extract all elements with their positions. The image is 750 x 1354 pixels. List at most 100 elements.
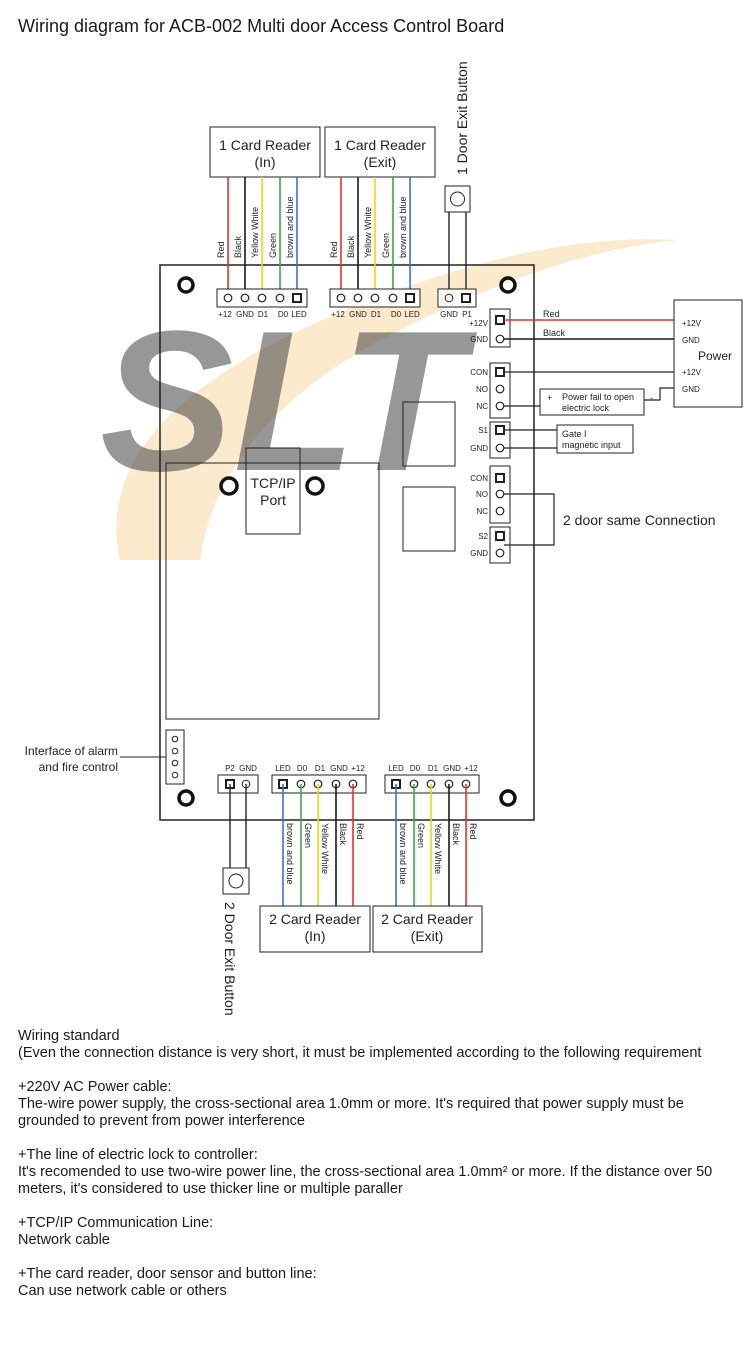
svg-text:Gate I: Gate I <box>562 429 587 439</box>
reader-1-exit-sub: (Exit) <box>364 154 397 170</box>
door-2-exit-button <box>222 867 250 895</box>
svg-text:GND: GND <box>470 549 488 558</box>
wiring-diagram: SLT TCP/IP Port 1 Card Reader (In) Red B… <box>25 61 743 1016</box>
svg-text:Green: Green <box>381 233 391 258</box>
page-title: Wiring diagram for ACB-002 Multi door Ac… <box>18 16 505 36</box>
door-1-exit-button <box>444 185 471 213</box>
chip-upper <box>402 401 456 467</box>
right-terminal-blocks <box>489 308 511 564</box>
tcp-ip-port <box>245 447 301 535</box>
power-supply-box <box>673 299 743 408</box>
svg-text:+12V: +12V <box>682 319 702 328</box>
power-pin-labels: +12V GND +12V GND <box>682 319 702 394</box>
alarm-interface-label-2: and fire control <box>39 760 118 774</box>
wiring-standard-notes: Wiring standard (Even the connection dis… <box>18 1028 733 1300</box>
door-2-exit-button-label: 2 Door Exit Button <box>222 902 238 1016</box>
svg-text:magnetic input: magnetic input <box>562 440 621 450</box>
gate-magnetic-input-box <box>556 424 634 454</box>
svg-text:GND: GND <box>236 310 254 319</box>
svg-text:GND: GND <box>443 764 461 773</box>
svg-text:Yellow White: Yellow White <box>320 823 330 874</box>
right-terminal-labels: +12V GND CON NO NC S1 GND CON NO NC S2 G… <box>469 319 489 558</box>
svg-text:CON: CON <box>470 368 488 377</box>
svg-text:brown and blue: brown and blue <box>398 196 408 258</box>
note-body: It's recomended to use two-wire power li… <box>18 1164 713 1197</box>
svg-text:LED: LED <box>388 764 404 773</box>
reader-1-exit-title: 1 Card Reader <box>334 137 426 153</box>
right-terminal-pins <box>495 315 505 558</box>
svg-text:NC: NC <box>476 402 488 411</box>
svg-text:Red: Red <box>329 241 339 258</box>
svg-text:D1: D1 <box>315 764 326 773</box>
reader-2-exit-sub: (Exit) <box>411 928 444 944</box>
svg-text:Black: Black <box>338 823 348 846</box>
mounting-holes <box>177 276 517 807</box>
svg-text:LED: LED <box>404 310 420 319</box>
svg-text:Black: Black <box>543 328 566 338</box>
svg-text:GND: GND <box>470 335 488 344</box>
svg-text:GND: GND <box>682 336 700 345</box>
tcp-port-label-2: Port <box>260 492 286 508</box>
note-body: Network cable <box>18 1232 110 1248</box>
svg-text:+12: +12 <box>351 764 365 773</box>
reader-2-in-title: 2 Card Reader <box>269 911 361 927</box>
reader-2-in-wires <box>282 784 354 906</box>
svg-text:Power fail to open: Power fail to open <box>562 392 634 402</box>
reader-1-exit-pin-labels: +12 GND D1 D0 LED <box>331 310 420 319</box>
note-title: +The card reader, door sensor and button… <box>18 1266 317 1282</box>
svg-text:D0: D0 <box>297 764 308 773</box>
door-2-same-connection: 2 door same Connection <box>563 512 716 528</box>
note-body: The-wire power supply, the cross-section… <box>18 1096 684 1129</box>
alarm-interface-label-1: Interface of alarm <box>25 744 118 758</box>
note-title: +TCP/IP Communication Line: <box>18 1215 214 1231</box>
svg-text:Black: Black <box>346 235 356 258</box>
svg-text:brown and blue: brown and blue <box>285 196 295 258</box>
svg-text:+12: +12 <box>464 764 478 773</box>
svg-text:S2: S2 <box>478 532 488 541</box>
svg-text:CON: CON <box>470 474 488 483</box>
reader-2-in-box <box>259 905 371 953</box>
svg-text:Green: Green <box>416 823 426 848</box>
reader-1-in-wires <box>227 177 298 297</box>
sensor-wiring <box>504 429 557 449</box>
svg-text:D1: D1 <box>371 310 382 319</box>
reader-2-in-wire-labels: brown and blue Green Yellow White Black … <box>285 823 365 885</box>
svg-text:GND: GND <box>349 310 367 319</box>
svg-text:+12V: +12V <box>469 319 489 328</box>
svg-text:Red: Red <box>468 823 478 840</box>
svg-text:Red: Red <box>355 823 365 840</box>
note-body: Can use network cable or others <box>18 1283 227 1299</box>
door-1-exit-button-label: 1 Door Exit Button <box>454 61 470 175</box>
svg-text:Red: Red <box>543 309 560 319</box>
reader-2-exit-title: 2 Card Reader <box>381 911 473 927</box>
reader-2-exit-wires <box>395 784 467 906</box>
svg-text:Green: Green <box>303 823 313 848</box>
svg-text:NO: NO <box>476 490 488 499</box>
note-title: +The line of electric lock to controller… <box>18 1147 258 1163</box>
power-fail-lock-box <box>539 388 645 416</box>
svg-text:P1: P1 <box>462 310 472 319</box>
svg-text:NO: NO <box>476 385 488 394</box>
svg-text:D1: D1 <box>258 310 269 319</box>
notes-intro: (Even the connection distance is very sh… <box>18 1045 702 1061</box>
button-icon <box>228 873 244 889</box>
reader-2-in-pin-labels: LED D0 D1 GND +12 <box>275 764 365 773</box>
board-module-area <box>165 462 380 720</box>
svg-text:LED: LED <box>291 310 307 319</box>
svg-text:D0: D0 <box>278 310 289 319</box>
svg-text:D0: D0 <box>410 764 421 773</box>
svg-text:Yellow White: Yellow White <box>433 823 443 874</box>
svg-text:P2: P2 <box>225 764 235 773</box>
svg-text:Yellow White: Yellow White <box>363 207 373 258</box>
svg-text:GND: GND <box>440 310 458 319</box>
svg-text:D1: D1 <box>428 764 439 773</box>
svg-text:GND: GND <box>330 764 348 773</box>
reader-1-in-wire-labels: Red Black Yellow White Green brown and b… <box>216 196 295 258</box>
svg-text:S1: S1 <box>478 426 488 435</box>
svg-text:Yellow White: Yellow White <box>250 207 260 258</box>
note-title: +220V AC Power cable: <box>18 1079 172 1095</box>
lock-wiring <box>504 371 674 407</box>
notes-heading: Wiring standard <box>18 1028 120 1044</box>
svg-text:LED: LED <box>275 764 291 773</box>
svg-text:+12: +12 <box>218 310 232 319</box>
